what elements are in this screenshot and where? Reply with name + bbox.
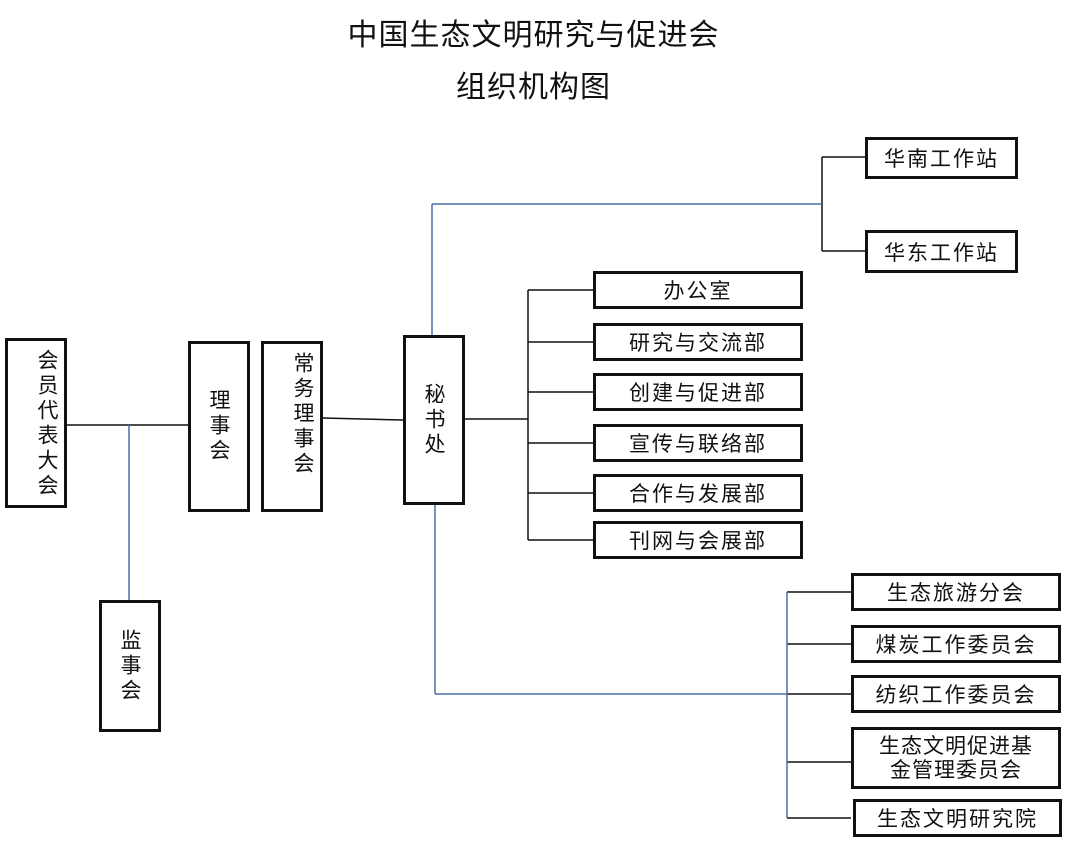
node-dept-research-label: 研究与交流部	[629, 331, 767, 355]
node-supervisory-board-label: 监事会	[118, 628, 143, 704]
node-institute-label: 生态文明研究院	[877, 807, 1038, 831]
node-dept-publications: 刊网与会展部	[593, 521, 803, 559]
node-secretariat-label: 秘书处	[422, 382, 447, 458]
node-station-east: 华东工作站	[865, 230, 1018, 273]
node-station-south-label: 华南工作站	[884, 147, 999, 171]
node-dept-publicity-label: 宣传与联络部	[629, 432, 767, 456]
node-fund-committee: 生态文明促进基 金管理委员会	[851, 727, 1061, 789]
node-dept-office: 办公室	[593, 271, 803, 309]
node-standing-council-label: 常务理事会	[291, 352, 315, 477]
node-branch-coal: 煤炭工作委员会	[851, 625, 1061, 663]
node-member-congress: 会员代表大会	[5, 338, 67, 508]
node-dept-cooperation: 合作与发展部	[593, 474, 803, 512]
node-branch-tourism: 生态旅游分会	[851, 573, 1061, 611]
line-standing-secretariat	[322, 417, 404, 421]
node-dept-office-label: 办公室	[663, 279, 733, 303]
chart-title: 中国生态文明研究与促进会	[347, 18, 720, 53]
node-council: 理事会	[188, 341, 250, 512]
node-dept-creation: 创建与促进部	[593, 373, 803, 411]
node-dept-research: 研究与交流部	[593, 323, 803, 361]
node-dept-cooperation-label: 合作与发展部	[629, 482, 767, 506]
node-branch-textile: 纺织工作委员会	[851, 675, 1061, 713]
chart-subtitle: 组织机构图	[456, 70, 611, 105]
node-dept-publications-label: 刊网与会展部	[629, 529, 767, 553]
node-dept-publicity: 宣传与联络部	[593, 424, 803, 462]
node-station-east-label: 华东工作站	[884, 240, 999, 265]
node-institute: 生态文明研究院	[853, 799, 1062, 837]
node-council-label: 理事会	[207, 389, 232, 464]
node-branch-tourism-label: 生态旅游分会	[887, 581, 1025, 605]
node-member-congress-label: 会员代表大会	[35, 349, 59, 499]
node-supervisory-board: 监事会	[99, 600, 161, 732]
node-secretariat: 秘书处	[403, 335, 465, 505]
node-fund-committee-line1: 生态文明促进基	[879, 733, 1033, 758]
node-fund-committee-line2: 金管理委员会	[890, 758, 1022, 782]
node-station-south: 华南工作站	[865, 137, 1018, 179]
node-standing-council: 常务理事会	[261, 341, 323, 512]
node-branch-coal-label: 煤炭工作委员会	[875, 633, 1037, 657]
node-branch-textile-label: 纺织工作委员会	[875, 683, 1037, 707]
node-dept-creation-label: 创建与促进部	[629, 381, 767, 405]
